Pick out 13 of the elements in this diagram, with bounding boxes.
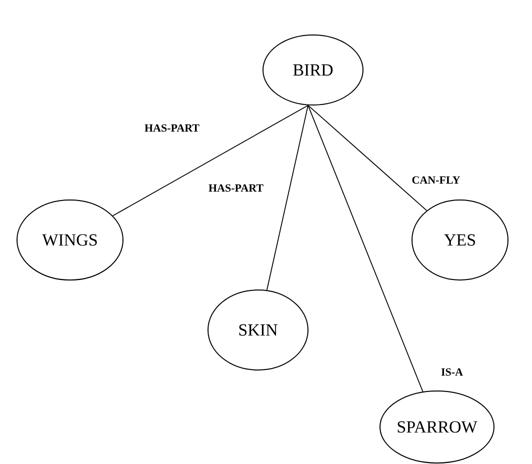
ellipse-node: SKIN <box>208 290 308 370</box>
edge-label: HAS-PART <box>144 124 200 132</box>
edge-label: IS-A <box>441 368 463 376</box>
ellipse-node: WINGS <box>16 200 124 280</box>
ellipse-node: SPARROW <box>380 390 495 464</box>
ellipse-node: YES <box>412 200 508 280</box>
connector-line <box>112 104 308 216</box>
ellipse-node: BIRD <box>262 34 364 106</box>
connector-line <box>308 104 428 211</box>
edge-label: CAN-FLY <box>412 176 460 184</box>
edge-label: HAS-PART <box>208 184 264 192</box>
connector-line <box>308 104 424 392</box>
connector-line <box>266 104 308 291</box>
